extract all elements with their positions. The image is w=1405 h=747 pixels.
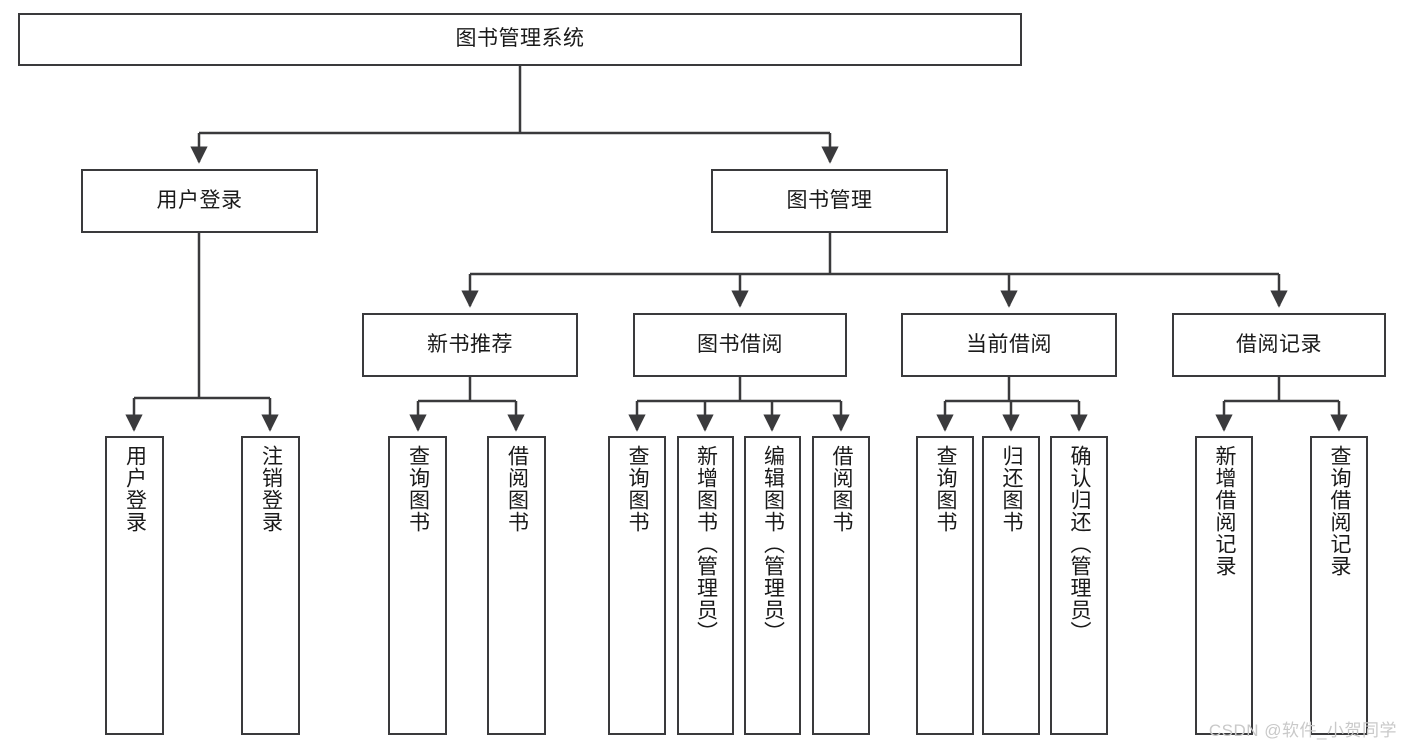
node-leaf-query-book-2[interactable]: 查询图书 bbox=[608, 436, 666, 735]
node-borrow-record[interactable]: 借阅记录 bbox=[1172, 313, 1386, 377]
node-leaf-user-logout[interactable]: 注销登录 bbox=[241, 436, 300, 735]
node-leaf-user-login[interactable]: 用户登录 bbox=[105, 436, 164, 735]
node-current-borrow-label: 当前借阅 bbox=[966, 332, 1052, 356]
node-leaf-query-book-1-label: 查询图书 bbox=[406, 445, 430, 533]
node-book-management-label: 图书管理 bbox=[786, 188, 873, 212]
node-borrow-record-label: 借阅记录 bbox=[1236, 332, 1322, 356]
node-leaf-query-record-label: 查询借阅记录 bbox=[1328, 445, 1352, 577]
node-leaf-confirm-return-label: 确认归还（管理员） bbox=[1068, 445, 1092, 643]
node-leaf-confirm-return[interactable]: 确认归还（管理员） bbox=[1050, 436, 1108, 735]
node-leaf-borrow-book-1-label: 借阅图书 bbox=[505, 445, 529, 533]
node-book-management[interactable]: 图书管理 bbox=[711, 169, 948, 233]
node-book-borrow-label: 图书借阅 bbox=[697, 332, 783, 356]
node-new-book-recommend-label: 新书推荐 bbox=[427, 332, 513, 356]
node-leaf-query-book-3[interactable]: 查询图书 bbox=[916, 436, 974, 735]
node-user-login[interactable]: 用户登录 bbox=[81, 169, 318, 233]
node-leaf-borrow-book-1[interactable]: 借阅图书 bbox=[487, 436, 546, 735]
node-new-book-recommend[interactable]: 新书推荐 bbox=[362, 313, 578, 377]
node-leaf-add-record-label: 新增借阅记录 bbox=[1213, 445, 1237, 577]
node-leaf-user-logout-label: 注销登录 bbox=[259, 445, 283, 533]
node-leaf-query-book-1[interactable]: 查询图书 bbox=[388, 436, 447, 735]
node-leaf-edit-book-label: 编辑图书（管理员） bbox=[761, 445, 785, 643]
node-leaf-user-login-label: 用户登录 bbox=[123, 445, 147, 533]
node-leaf-edit-book[interactable]: 编辑图书（管理员） bbox=[744, 436, 801, 735]
node-leaf-borrow-book-2-label: 借阅图书 bbox=[830, 445, 854, 533]
node-leaf-borrow-book-2[interactable]: 借阅图书 bbox=[812, 436, 870, 735]
node-root[interactable]: 图书管理系统 bbox=[18, 13, 1022, 66]
csdn-watermark: CSDN @软件_小贺同学 bbox=[1208, 721, 1397, 740]
node-user-login-label: 用户登录 bbox=[156, 188, 243, 212]
node-root-label: 图书管理系统 bbox=[455, 27, 585, 51]
node-leaf-query-record[interactable]: 查询借阅记录 bbox=[1310, 436, 1368, 735]
node-current-borrow[interactable]: 当前借阅 bbox=[901, 313, 1117, 377]
node-book-borrow[interactable]: 图书借阅 bbox=[633, 313, 847, 377]
node-leaf-add-book[interactable]: 新增图书（管理员） bbox=[677, 436, 734, 735]
node-leaf-add-record[interactable]: 新增借阅记录 bbox=[1195, 436, 1253, 735]
node-leaf-query-book-2-label: 查询图书 bbox=[626, 445, 650, 533]
node-leaf-query-book-3-label: 查询图书 bbox=[934, 445, 958, 533]
node-leaf-add-book-label: 新增图书（管理员） bbox=[694, 445, 718, 643]
node-leaf-return-book[interactable]: 归还图书 bbox=[982, 436, 1040, 735]
node-leaf-return-book-label: 归还图书 bbox=[1000, 445, 1024, 533]
